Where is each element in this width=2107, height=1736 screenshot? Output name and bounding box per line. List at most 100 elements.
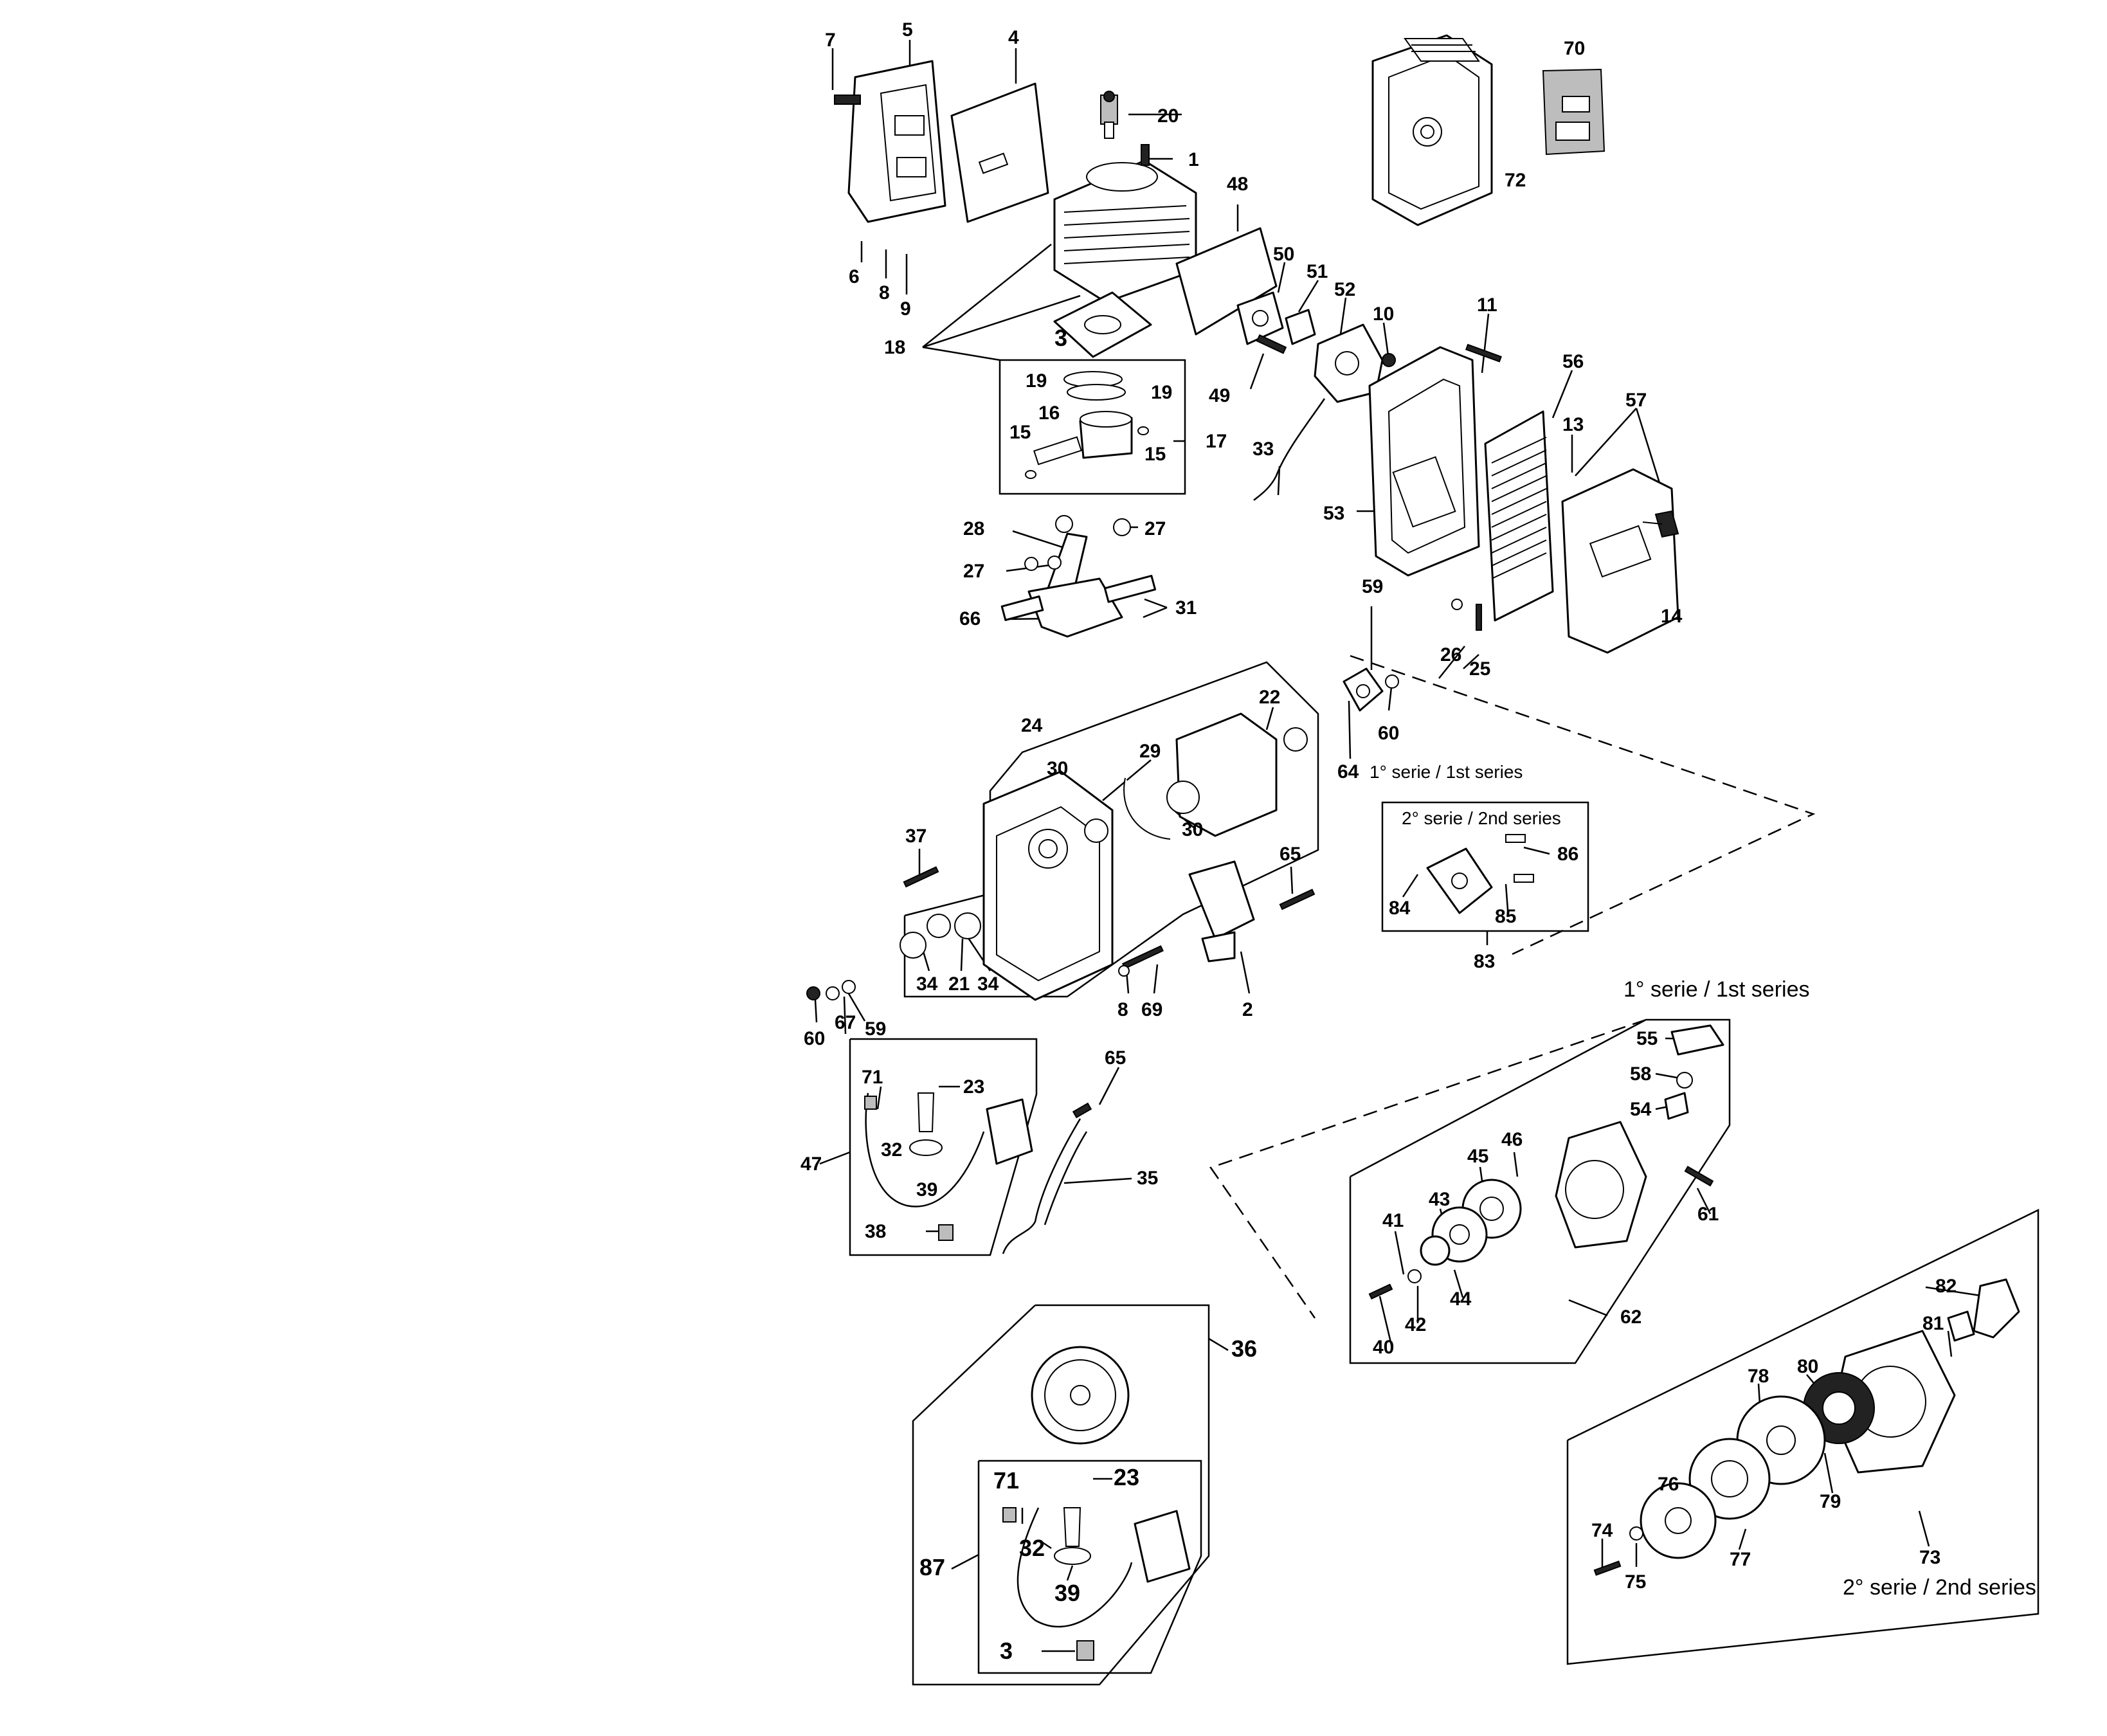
callout-15b: 15	[1144, 444, 1166, 465]
callout-3b: 3	[1000, 1638, 1013, 1664]
callout-39: 39	[916, 1179, 937, 1200]
starter-1st-series-frame	[1349, 1018, 1731, 1364]
callout-60b: 60	[804, 1028, 825, 1049]
callout-44: 44	[1450, 1288, 1472, 1310]
callout-65a: 65	[1280, 844, 1301, 865]
part-flywheel-36	[1031, 1346, 1130, 1445]
callout-53: 53	[1323, 503, 1344, 524]
callout-19a: 19	[1026, 370, 1047, 392]
callout-74: 74	[1591, 1520, 1613, 1541]
callout-9: 9	[900, 298, 911, 320]
callout-41: 41	[1382, 1210, 1404, 1231]
callout-65b: 65	[1105, 1047, 1126, 1069]
part-cylinder-18	[1053, 144, 1197, 303]
callout-49: 49	[1209, 385, 1230, 406]
callout-69: 69	[1141, 999, 1162, 1020]
callout-27b: 27	[963, 561, 984, 582]
callout-46: 46	[1501, 1129, 1523, 1150]
caption-starter-2nd-series: 2° serie / 2nd series	[1843, 1575, 2036, 1600]
part-crankshaft-31	[1000, 515, 1157, 638]
callout-67: 67	[835, 1012, 856, 1033]
part-crankcase-24	[900, 712, 1308, 1001]
callout-10: 10	[1373, 303, 1394, 325]
part-air-filter-housing-53	[1368, 346, 1480, 577]
callout-5: 5	[902, 19, 913, 41]
callout-58: 58	[1630, 1063, 1651, 1085]
callout-56: 56	[1562, 351, 1584, 372]
callout-27a: 27	[1144, 518, 1166, 539]
part-ignition-47	[864, 1092, 1033, 1241]
part-air-deflector-2	[1188, 860, 1255, 963]
part-insulator-48	[1175, 227, 1278, 336]
callout-50: 50	[1273, 244, 1294, 265]
callout-17: 17	[1206, 431, 1227, 452]
callout-79: 79	[1820, 1491, 1841, 1512]
callout-87: 87	[919, 1554, 945, 1580]
piston-kit-frame	[999, 359, 1186, 495]
ignition-module-87-frame	[977, 1460, 1202, 1674]
part-spark-plug-wire-35	[1002, 1102, 1092, 1254]
callout-15a: 15	[1009, 422, 1031, 443]
callout-72: 72	[1505, 170, 1526, 191]
starter-dashed-boundary	[1209, 1018, 1647, 1319]
part-decal-70	[1542, 68, 1605, 156]
callout-51: 51	[1307, 261, 1328, 282]
callout-38: 38	[865, 1221, 886, 1242]
callout-70: 70	[1564, 38, 1585, 59]
caption-clutch-1st-series: 1° serie / 1st series	[1370, 762, 1523, 782]
callout-28: 28	[963, 518, 984, 539]
callout-43: 43	[1429, 1189, 1450, 1210]
callout-52: 52	[1334, 279, 1355, 300]
part-engine-block-72	[1371, 34, 1493, 226]
callout-55: 55	[1636, 1028, 1658, 1049]
callout-62: 62	[1620, 1307, 1641, 1328]
callout-4: 4	[1008, 27, 1019, 48]
callout-6: 6	[849, 266, 860, 287]
callout-42: 42	[1405, 1314, 1426, 1335]
callout-8: 8	[879, 282, 890, 303]
part-clutch-64	[1343, 667, 1384, 712]
callout-30a: 30	[1047, 758, 1068, 779]
callout-numbers: 1 20 4 5 7 6 8 9 3 18 19 19 16 15 15 17 …	[800, 19, 2036, 1664]
part-nut-washers	[806, 980, 856, 1000]
callout-80: 80	[1797, 1356, 1818, 1377]
flywheel-group-frame	[912, 1304, 1210, 1686]
callout-45: 45	[1467, 1146, 1488, 1167]
callout-81: 81	[1922, 1313, 1944, 1334]
callout-3: 3	[1054, 325, 1067, 351]
callout-86: 86	[1557, 844, 1578, 865]
callout-23: 23	[963, 1076, 984, 1098]
callout-77: 77	[1730, 1549, 1751, 1570]
callout-47: 47	[800, 1153, 822, 1175]
part-base-gasket-3	[1053, 291, 1152, 358]
callout-59b: 59	[865, 1018, 886, 1040]
caption-starter-1st-series: 1° serie / 1st series	[1623, 977, 1809, 1002]
callout-16: 16	[1038, 402, 1060, 424]
callout-32: 32	[881, 1139, 902, 1161]
callout-78: 78	[1748, 1366, 1769, 1387]
callout-84: 84	[1389, 898, 1411, 919]
callout-59a: 59	[1362, 576, 1383, 597]
part-screws	[903, 343, 1714, 1576]
part-ignition-87	[1002, 1507, 1191, 1661]
callout-33: 33	[1252, 439, 1274, 460]
callout-66: 66	[959, 608, 981, 629]
part-starter-62	[1368, 1024, 1724, 1300]
callout-29: 29	[1139, 741, 1161, 762]
callout-24: 24	[1021, 715, 1043, 736]
clutch-2nd-series-frame	[1381, 801, 1589, 932]
ignition-module-frame	[849, 1038, 1038, 1256]
part-starter-73	[1629, 1278, 2020, 1559]
callout-31: 31	[1175, 597, 1197, 619]
part-air-filter-cover-57	[1561, 468, 1679, 654]
part-carburetor-52	[1253, 323, 1396, 501]
clutch-dashed-boundary	[1350, 655, 1816, 955]
callout-18: 18	[884, 337, 905, 358]
callout-57: 57	[1625, 390, 1647, 411]
callout-73: 73	[1919, 1547, 1940, 1568]
callout-1: 1	[1188, 149, 1199, 170]
callout-20: 20	[1157, 105, 1179, 127]
caption-clutch-2nd-series: 2° serie / 2nd series	[1402, 808, 1561, 828]
callout-54: 54	[1630, 1099, 1652, 1120]
part-clutch-2nd-series-83	[1426, 834, 1534, 914]
